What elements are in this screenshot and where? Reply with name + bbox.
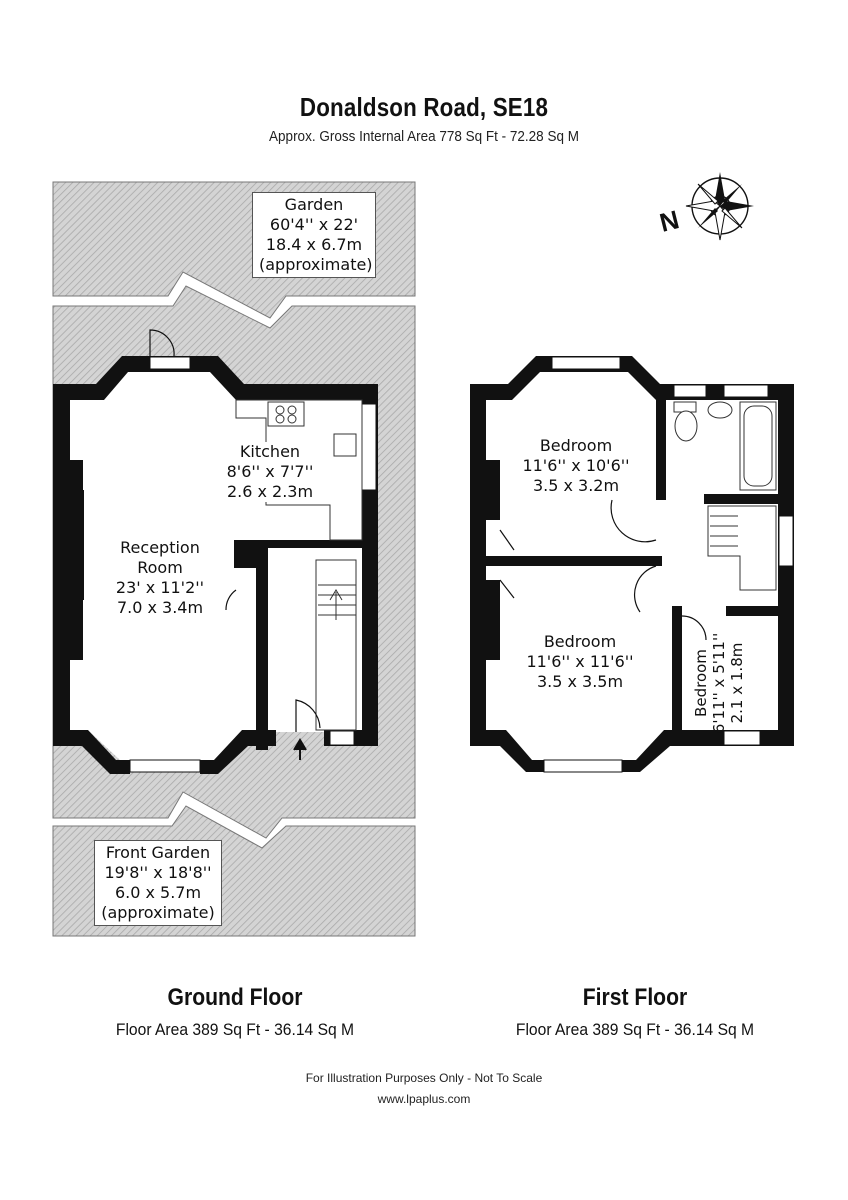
label-front-garden: Front Garden 19'8'' x 18'8'' 6.0 x 5.7m … — [94, 840, 222, 926]
label-reception-room: Reception Room 23' x 11'2'' 7.0 x 3.4m — [115, 538, 205, 617]
website-link[interactable]: www.lpaplus.com — [377, 1092, 471, 1106]
compass-rose — [685, 172, 754, 241]
disclaimer: For Illustration Purposes Only - Not To … — [305, 1071, 543, 1085]
page-subtitle: Approx. Gross Internal Area 778 Sq Ft - … — [269, 128, 579, 145]
label-bedroom-3: Bedroom 6'11'' x 5'11'' 2.1 x 1.8m — [692, 632, 746, 734]
label-kitchen: Kitchen 8'6'' x 7'7'' 2.6 x 2.3m — [226, 442, 314, 502]
label-garden: Garden 60'4'' x 22' 18.4 x 6.7m (approxi… — [252, 192, 376, 278]
ground-floor-area: Floor Area 389 Sq Ft - 36.14 Sq M — [115, 1020, 355, 1039]
label-bedroom-2: Bedroom 11'6'' x 11'6'' 3.5 x 3.5m — [526, 632, 634, 691]
page-title: Donaldson Road, SE18 — [299, 92, 549, 122]
first-floor-title: First Floor — [582, 984, 688, 1011]
ground-floor-walls — [53, 356, 378, 774]
first-floor-area: Floor Area 389 Sq Ft - 36.14 Sq M — [515, 1020, 755, 1039]
ground-floor-title: Ground Floor — [167, 984, 303, 1011]
label-bedroom-1: Bedroom 11'6'' x 10'6'' 3.5 x 3.2m — [522, 436, 630, 495]
